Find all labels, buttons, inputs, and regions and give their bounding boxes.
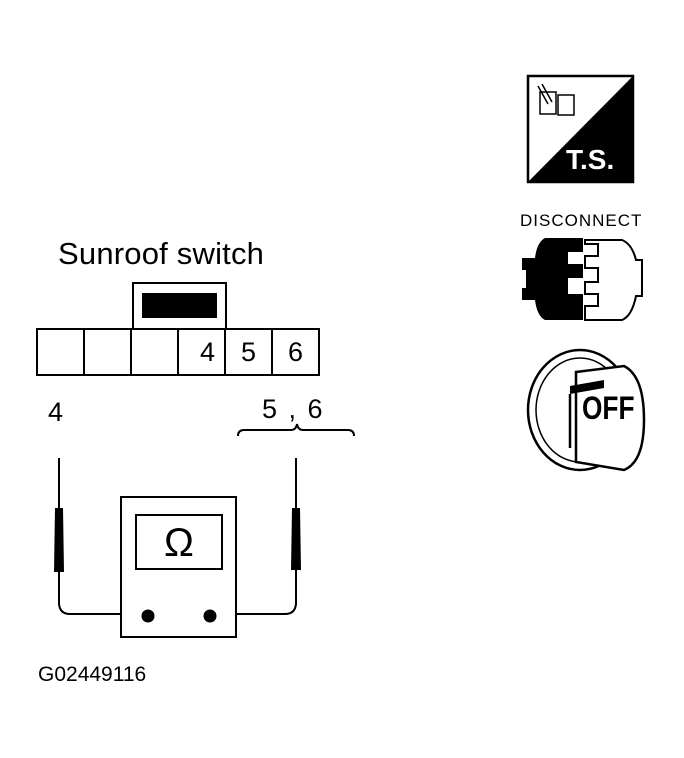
connector-body bbox=[36, 328, 320, 376]
left-probe bbox=[54, 458, 140, 615]
terminal-bracket bbox=[237, 423, 355, 437]
left-probe-label: 4 bbox=[48, 397, 64, 427]
disconnect-icon bbox=[522, 238, 643, 321]
pin-label: 6 bbox=[287, 337, 304, 367]
ohmmeter-terminal-left bbox=[141, 609, 155, 623]
pin-label: 5 bbox=[240, 337, 257, 367]
pin-label: 4 bbox=[199, 337, 215, 367]
ohm-symbol: Ω bbox=[164, 521, 194, 565]
ignition-off-icon bbox=[526, 348, 646, 472]
ignition-off-label: OFF bbox=[582, 390, 635, 426]
ohmmeter-display bbox=[135, 514, 223, 570]
ohmmeter bbox=[120, 496, 237, 638]
disconnect-label: DISCONNECT bbox=[520, 211, 643, 230]
right-probe bbox=[212, 458, 301, 615]
test-icon-label: T.S. bbox=[566, 144, 615, 175]
figure-code: G02449116 bbox=[38, 663, 147, 686]
right-probe-label: 5 , 6 bbox=[262, 394, 325, 424]
test-icon bbox=[526, 74, 635, 184]
connector-latch-tab bbox=[142, 293, 217, 318]
connector-title: Sunroof switch bbox=[58, 236, 265, 271]
ohmmeter-terminal-right bbox=[203, 609, 217, 623]
